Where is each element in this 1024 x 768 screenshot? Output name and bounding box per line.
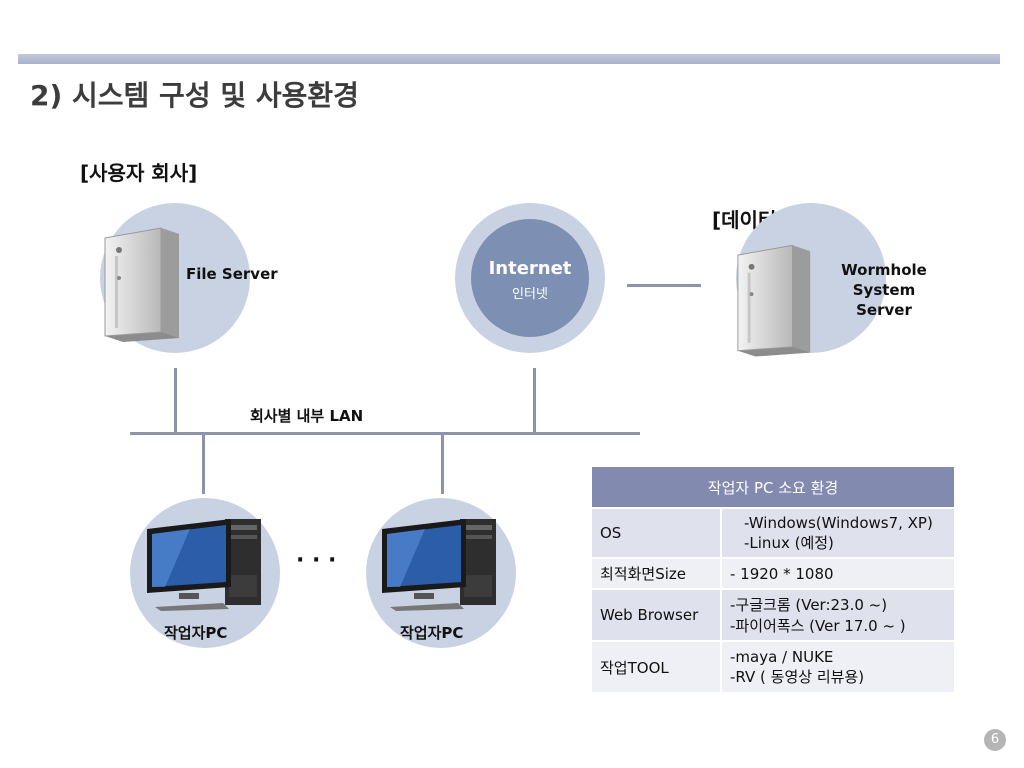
row-key: 최적화면Size [590,557,722,590]
pc2-label: 작업자PC [400,624,464,642]
row-value: -maya / NUKE -RV ( 동영상 리뷰용) [720,640,956,694]
row-key: 작업TOOL [590,640,722,694]
row-value-line1: -maya / NUKE [730,647,834,666]
pc-ellipsis: · · · [296,548,337,573]
desktop-pc-icon [382,519,496,611]
server-tower-icon [737,244,811,357]
internet-inner-circle [471,219,589,337]
row-value-line2: -파이어폭스 (Ver 17.0 ~ ) [730,617,906,635]
table-row: 작업TOOL -maya / NUKE -RV ( 동영상 리뷰용) [590,640,956,694]
pc-requirements-table: 작업자 PC 소요 환경 OS -Windows(Windows7, XP) -… [590,465,956,694]
lan-bus-line [130,432,640,435]
internet-datacenter-connector [627,284,701,287]
pc1-connector [202,434,205,494]
row-value: - 1920 * 1080 [720,557,956,590]
wormhole-label-line2: System [852,281,916,299]
table-row: 최적화면Size - 1920 * 1080 [590,557,956,590]
pc2-connector [441,434,444,494]
table-row: OS -Windows(Windows7, XP) -Linux (예정) [590,507,956,559]
internet-label: Internet [488,258,572,279]
wormhole-server-label: Wormhole System Server [826,260,942,320]
row-key: Web Browser [590,588,722,642]
internet-connector [533,368,536,434]
lan-label: 회사별 내부 LAN [250,407,364,425]
table-header: 작업자 PC 소요 환경 [590,465,956,509]
page-title: 2) 시스템 구성 및 사용환경 [30,79,359,112]
row-value-line1: -Windows(Windows7, XP) [744,513,933,532]
file-server-connector [174,368,177,434]
page-number-badge: 6 [984,729,1006,751]
file-server-label: File Server [186,265,278,283]
row-key: OS [590,507,722,559]
wormhole-label-line1: Wormhole [841,261,927,279]
title-accent-bar [18,54,1000,64]
internet-sublabel: 인터넷 [512,287,548,302]
row-value-line1: - 1920 * 1080 [730,564,834,583]
row-value-line1: -구글크롬 (Ver:23.0 ~) [730,596,888,614]
row-value: -Windows(Windows7, XP) -Linux (예정) [720,507,956,559]
company-label: [사용자 회사] [80,161,198,185]
pc1-label: 작업자PC [164,624,228,642]
desktop-pc-icon [147,519,261,611]
row-value-line2: -RV ( 동영상 리뷰용) [730,667,865,686]
table-row: Web Browser -구글크롬 (Ver:23.0 ~) -파이어폭스 (V… [590,588,956,642]
row-value: -구글크롬 (Ver:23.0 ~) -파이어폭스 (Ver 17.0 ~ ) [720,588,956,642]
wormhole-label-line3: Server [856,301,912,319]
server-tower-icon [104,227,179,342]
row-value-line2: -Linux (예정) [744,533,834,552]
